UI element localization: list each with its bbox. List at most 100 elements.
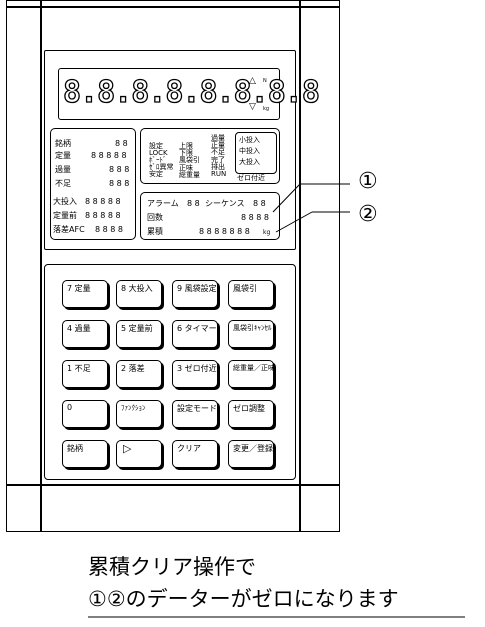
key-label: 0 [67,403,73,412]
status-discharge: 排出 [211,163,225,171]
key-shift-arrow[interactable]: ▷ [116,440,162,468]
over-indicator: △ [249,76,256,86]
key-target-7[interactable]: 7 定量 [62,280,108,308]
status-stable: 安定 [149,170,163,178]
key-change-register[interactable]: 変更／登録 [228,440,274,468]
device-bottom-line [6,484,340,486]
large-feed-label: 大投入 [53,197,77,206]
status-short: 不足 [211,148,225,156]
status-small-feed: 小投入 [239,136,260,144]
counter-panel: アラーム 8 8 シーケンス 8 8 回数 8 8 8 8 累積 8 8 8 8… [140,192,280,240]
callout-2: ② [358,202,378,227]
under-value: 8 8 8 [109,179,130,188]
status-run: RUN [211,170,227,178]
under-label: 不足 [55,179,71,188]
pre-target-label: 定量前 [53,211,77,220]
key-label: 7 定量 [67,284,91,293]
over-label: 過量 [55,165,71,174]
total-unit: kg [263,229,271,236]
device-top-line [6,6,340,8]
brand-value: 8 8 [115,139,128,148]
callout-1: ① [358,169,378,194]
key-label: 変更／登録 [233,444,273,453]
caption-line-1: 累積クリア操作で [88,555,256,579]
status-board: ﾎﾞｰﾄﾞ [149,156,167,164]
key-near-zero-3[interactable]: 3 ゼロ付近 [172,360,218,388]
key-label: ゼロ調整 [233,404,265,413]
key-label: ﾌｧﾝｸｼｮﾝ [121,404,146,412]
weight-digits: 8.8.8.8.8.8.8.8 [62,74,320,110]
key-zero-adjust[interactable]: ゼロ調整 [228,400,274,428]
status-near-zero: ゼロ付近 [237,174,265,182]
pre-target-value: 8 8 8 8 8 [85,211,121,220]
key-label: 風袋引ｷｬﾝｾﾙ [233,324,272,332]
play-arrow-icon: ▷ [123,442,132,455]
status-tare: 風袋引 [179,156,200,164]
status-net: 正味 [179,164,193,172]
status-gross: 総重量 [179,171,200,179]
key-0[interactable]: 0 [62,400,108,428]
brand-label: 銘柄 [55,139,71,148]
key-label: 1 不足 [67,364,91,373]
key-tare-cancel[interactable]: 風袋引ｷｬﾝｾﾙ [228,320,274,348]
key-brand[interactable]: 銘柄 [62,440,108,468]
status-ok: 正量 [211,141,225,149]
key-tare-set-9[interactable]: 9 風袋設定 [172,280,218,308]
key-setting-mode[interactable]: 設定モード [172,400,218,428]
key-pre-target-5[interactable]: 5 定量前 [116,320,162,348]
sequence-label: シーケンス [205,199,245,208]
key-label: 8 大投入 [121,284,153,293]
feed-indicator-box [235,132,277,174]
main-weight-display: 8.8.8.8.8.8.8.8 △ N ▽ kg [58,68,321,120]
device-body [6,0,340,532]
unit-kg-indicator: kg [263,106,270,112]
key-label: 9 風袋設定 [177,284,217,293]
key-large-feed-8[interactable]: 8 大投入 [116,280,162,308]
key-label: 5 定量前 [121,324,153,333]
key-label: 2 落差 [121,364,145,373]
key-label: 6 タイマー [177,324,217,333]
key-fall-2[interactable]: 2 落差 [116,360,162,388]
alarm-value: 8 8 [187,199,200,208]
count-label: 回数 [147,213,163,222]
key-function[interactable]: ﾌｧﾝｸｼｮﾝ [116,400,162,428]
key-gross-net[interactable]: 総重量／正味 [228,360,275,388]
large-feed-value: 8 8 8 8 8 [85,197,121,206]
under-indicator: ▽ [249,102,256,112]
status-mid-feed: 中投入 [239,147,260,155]
sequence-value: 8 8 [253,199,266,208]
key-label: 4 過量 [67,324,91,333]
caption-line-2: ①②のデーターがゼロになります [88,587,399,611]
alarm-label: アラーム [147,199,179,208]
status-over: 過量 [211,134,225,142]
status-panel: 設定 LOCK ﾎﾞｰﾄﾞ ｾﾞﾛ異常 安定 上限 下限 風袋引 正味 総重量 … [140,128,280,184]
unit-n-indicator: N [263,78,267,84]
key-clear[interactable]: クリア [172,440,218,468]
keypad-panel [44,264,296,480]
key-label: 総重量／正味 [233,364,275,372]
count-value: 8 8 8 8 [241,213,269,222]
key-label: 3 ゼロ付近 [177,364,217,373]
device-left-rail [40,0,42,532]
key-over-4[interactable]: 4 過量 [62,320,108,348]
target-value: 8 8 8 8 8 [91,151,127,160]
device-right-rail [299,0,301,532]
settings-panel: 銘柄 8 8 定量 8 8 8 8 8 過量 8 8 8 不足 8 8 8 大投… [50,128,136,240]
key-label: 風袋引 [233,284,257,293]
status-complete: 完了 [211,156,225,164]
total-value: 8 8 8 8 8 8 8 [199,227,250,236]
key-tare[interactable]: 風袋引 [228,280,274,308]
status-upper: 上限 [179,142,193,150]
key-label: クリア [177,444,201,453]
key-timer-6[interactable]: 6 タイマー [172,320,218,348]
target-label: 定量 [55,151,71,160]
status-zero-error: ｾﾞﾛ異常 [149,163,174,171]
status-setting: 設定 [149,142,163,150]
fall-afc-label: 落差AFC [53,225,85,234]
status-lower: 下限 [179,149,193,157]
status-lock: LOCK [149,149,168,157]
over-value: 8 8 8 [109,165,130,174]
key-short-1[interactable]: 1 不足 [62,360,108,388]
status-large-feed: 大投入 [239,158,260,166]
